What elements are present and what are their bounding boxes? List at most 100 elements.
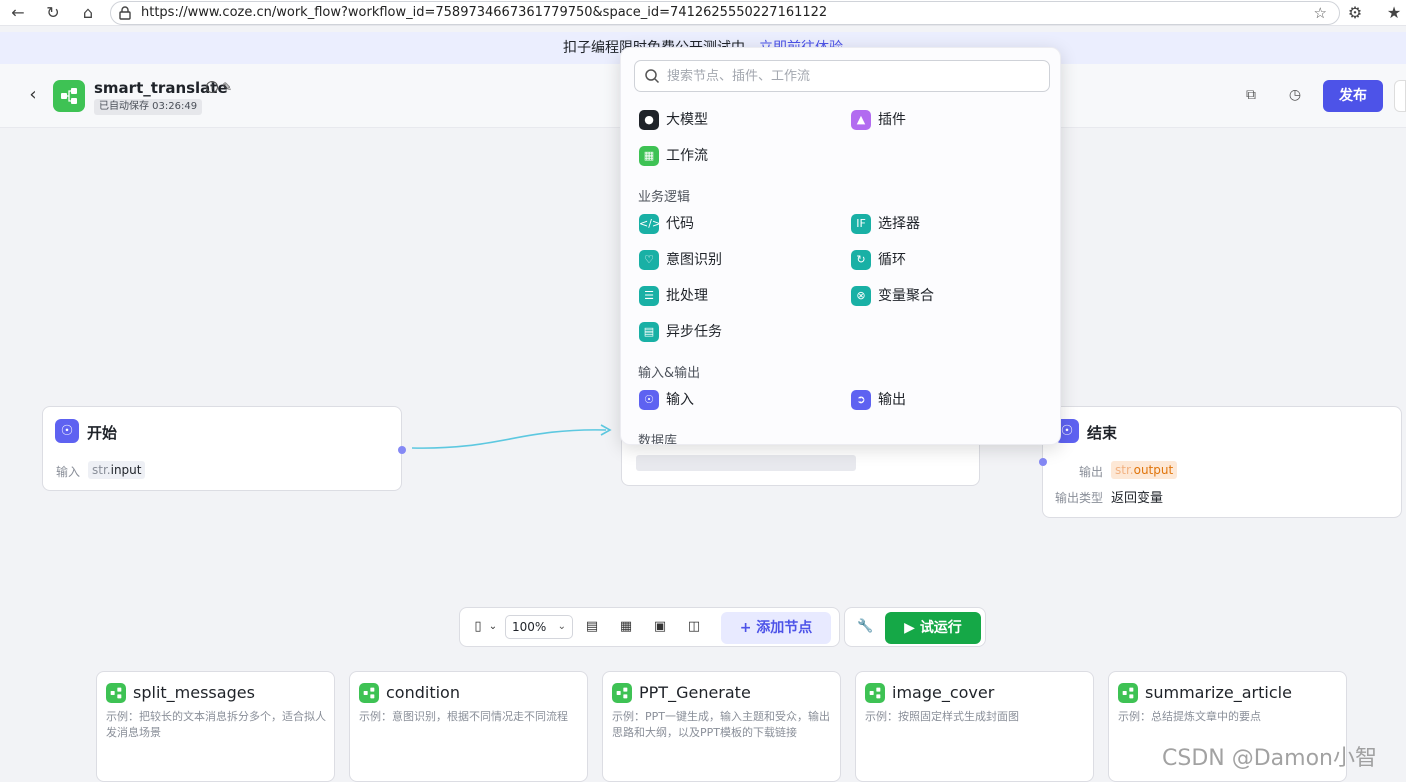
minimap-icon[interactable]: ▦ xyxy=(619,619,633,634)
start-icon: ☉ xyxy=(55,419,79,443)
panel-item-label: 意图识别 xyxy=(666,252,722,268)
info-icon[interactable]: i xyxy=(206,81,218,93)
card-description: 示例：意图识别，根据不同情况走不同流程 xyxy=(359,710,568,723)
variable-name: output xyxy=(1133,463,1174,477)
output-variable-tag: str.output xyxy=(1111,461,1178,479)
input-port[interactable] xyxy=(1039,458,1047,466)
card-title: split_messages xyxy=(133,683,255,702)
card-description: 示例：把较长的文本消息拆分多个，适合拟人发消息场景 xyxy=(106,710,326,739)
intent-icon: ♡ xyxy=(639,250,659,270)
test-run-button[interactable]: ▶ 试运行 xyxy=(885,612,981,644)
address-bar[interactable]: https://www.coze.cn/work_flow?workflow_i… xyxy=(110,1,1340,25)
output-label: 输出 xyxy=(1079,465,1104,479)
comment-icon[interactable]: ▤ xyxy=(585,619,599,634)
output-kind-label: 输出类型 xyxy=(1055,491,1104,505)
selector-icon: IF xyxy=(851,214,871,234)
workflow-icon: ▦ xyxy=(639,146,659,166)
test-run-label: 试运行 xyxy=(919,620,962,636)
type-prefix: str. xyxy=(1115,463,1134,477)
search-input[interactable] xyxy=(667,65,1037,87)
add-node-label: 添加节点 xyxy=(756,620,813,636)
input-label: 输入 xyxy=(56,465,81,479)
zoom-select[interactable]: 100% ⌄ xyxy=(505,615,573,639)
extensions-icon[interactable]: ⚙ xyxy=(1347,3,1363,22)
star-icon[interactable]: ☆ xyxy=(1313,4,1327,22)
reload-icon[interactable]: ↻ xyxy=(46,3,60,22)
workflow-icon xyxy=(865,683,885,703)
node-search[interactable] xyxy=(634,60,1050,92)
favorites-icon[interactable]: ★ xyxy=(1386,3,1402,22)
section-title-database: 数据库 xyxy=(638,434,678,445)
card-description: 示例：PPT一键生成，输入主题和受众，输出思路和大纲，以及PPT模板的下载链接 xyxy=(612,710,830,739)
browser-toolbar: ← ↻ ⌂ https://www.coze.cn/work_flow?work… xyxy=(0,0,1406,26)
template-card[interactable]: image_cover 示例：按照固定样式生成封面图 xyxy=(855,671,1094,782)
chevron-down-icon: ⌄ xyxy=(557,621,566,632)
wrench-icon[interactable]: 🔧 xyxy=(857,619,874,634)
template-card[interactable]: PPT_Generate 示例：PPT一键生成，输入主题和受众，输出思路和大纲，… xyxy=(602,671,841,782)
history-icon[interactable]: ◷ xyxy=(1288,87,1302,103)
panel-item-label: 大模型 xyxy=(666,112,708,128)
input-variable-tag: str.input xyxy=(88,461,146,479)
card-title: PPT_Generate xyxy=(639,683,751,702)
copy-icon[interactable]: ⧉ xyxy=(1246,87,1256,103)
play-icon: ▶ xyxy=(904,620,920,636)
batch-icon: ☰ xyxy=(639,286,659,306)
edit-icon[interactable]: ✎ xyxy=(222,80,233,94)
publish-button[interactable]: 发布 xyxy=(1323,80,1383,112)
search-icon xyxy=(645,69,660,84)
type-prefix: str. xyxy=(92,463,111,477)
workflow-icon xyxy=(106,683,126,703)
watermark: CSDN @Damon小智 xyxy=(1162,746,1377,771)
back-button[interactable]: ‹ xyxy=(29,84,37,105)
lock-icon xyxy=(119,6,131,20)
start-node-title: 开始 xyxy=(87,424,118,442)
loading-placeholder xyxy=(636,455,856,471)
add-node-button[interactable]: + 添加节点 xyxy=(721,612,831,644)
canvas-toolbar: ▯ ⌄ 100% ⌄ ▤ ▦ ▣ ◫ + 添加节点 xyxy=(459,607,840,647)
loop-icon: ↻ xyxy=(851,250,871,270)
panel-item-label: 工作流 xyxy=(666,148,708,164)
code-icon: </> xyxy=(639,214,661,234)
autosave-badge: 已自动保存 03:26:49 xyxy=(94,99,203,115)
card-title: image_cover xyxy=(892,683,995,702)
run-toolbar: 🔧 ▶ 试运行 xyxy=(844,607,986,647)
panel-item-label: 循环 xyxy=(878,252,906,268)
start-node[interactable]: ☉ 开始 输入 str.input xyxy=(42,406,406,491)
back-arrow-icon[interactable]: ← xyxy=(11,3,25,22)
home-icon[interactable]: ⌂ xyxy=(82,3,94,22)
card-title: summarize_article xyxy=(1145,683,1292,702)
card-description: 示例：按照固定样式生成封面图 xyxy=(865,710,1019,723)
workflow-name: smart_translate xyxy=(94,79,228,97)
card-title: condition xyxy=(386,683,460,702)
chevron-down-icon[interactable]: ⌄ xyxy=(488,621,498,632)
panel-item-label: 输出 xyxy=(878,392,906,408)
workflow-icon xyxy=(612,683,632,703)
workflow-icon xyxy=(61,88,77,104)
zoom-value: 100% xyxy=(512,620,547,634)
template-card[interactable]: condition 示例：意图识别，根据不同情况走不同流程 xyxy=(349,671,588,782)
variable-merge-icon: ⊗ xyxy=(851,286,871,306)
panel-item-label: 输入 xyxy=(666,392,694,408)
section-title-business-logic: 业务逻辑 xyxy=(638,190,691,205)
input-icon: ☉ xyxy=(639,390,659,410)
panel-item-label: 异步任务 xyxy=(666,324,722,340)
panel-item-label: 批处理 xyxy=(666,288,708,304)
template-card[interactable]: split_messages 示例：把较长的文本消息拆分多个，适合拟人发消息场景 xyxy=(96,671,335,782)
output-port[interactable] xyxy=(398,446,406,454)
panel-item-label: 代码 xyxy=(666,216,694,232)
template-card[interactable]: summarize_article 示例：总结提炼文章中的要点 xyxy=(1108,671,1347,782)
section-title-io: 输入&输出 xyxy=(638,366,701,381)
mouse-mode-icon[interactable]: ▯ xyxy=(474,619,482,634)
llm-icon: ● xyxy=(639,110,659,130)
url-text: https://www.coze.cn/work_flow?workflow_i… xyxy=(141,5,828,20)
workflow-icon xyxy=(359,683,379,703)
layout-icon[interactable]: ◫ xyxy=(687,619,701,634)
card-description: 示例：总结提炼文章中的要点 xyxy=(1118,710,1261,723)
workflow-icon xyxy=(1118,683,1138,703)
panel-item-label: 选择器 xyxy=(878,216,920,232)
panel-item-label: 插件 xyxy=(878,112,906,128)
plugin-icon: ▲ xyxy=(851,110,871,130)
image-icon[interactable]: ▣ xyxy=(653,619,667,634)
end-node[interactable]: ☉ 结束 输出 str.output 输出类型 返回变量 xyxy=(1039,406,1402,518)
